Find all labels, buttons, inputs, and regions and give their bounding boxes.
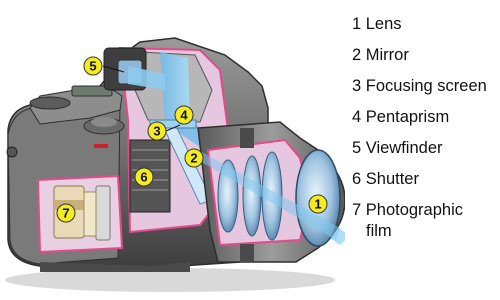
ground-shadow xyxy=(5,268,335,292)
svg-text:3: 3 xyxy=(153,124,160,139)
svg-text:6: 6 xyxy=(140,170,147,185)
film-strip xyxy=(83,191,97,237)
legend-item-mirror: 2 Mirror xyxy=(352,46,409,64)
svg-text:5: 5 xyxy=(89,59,96,74)
strap-lug xyxy=(6,146,18,158)
legend-item-photographic-film-line2: film xyxy=(366,222,392,240)
camera-cutaway-illustration: 1 2 3 4 5 6 7 xyxy=(5,37,345,292)
camera-base xyxy=(40,262,190,272)
callout-7: 7 xyxy=(56,203,76,223)
red-accent xyxy=(94,144,108,148)
shutter-button-top xyxy=(91,117,117,127)
svg-text:2: 2 xyxy=(190,151,197,166)
top-lcd-panel xyxy=(71,85,113,97)
legend-item-shutter: 6 Shutter xyxy=(352,170,419,188)
lens-element-middle-1 xyxy=(242,155,262,237)
film-spool xyxy=(95,185,111,241)
light-path-overlay xyxy=(198,150,340,240)
parts-legend: 1 Lens 2 Mirror 3 Focusing screen 4 Pent… xyxy=(352,14,500,253)
leader-line-3 xyxy=(165,124,181,132)
callout-2: 2 xyxy=(184,148,204,168)
callout-4: 4 xyxy=(174,105,194,125)
callout-6: 6 xyxy=(134,167,154,187)
legend-item-focusing-screen: 3 Focusing screen xyxy=(352,77,487,95)
leader-line-5 xyxy=(102,65,125,73)
legend-item-viewfinder: 5 Viewfinder xyxy=(352,139,443,157)
command-dial xyxy=(29,96,71,110)
svg-text:4: 4 xyxy=(180,108,188,123)
legend-item-lens: 1 Lens xyxy=(352,15,402,33)
aperture-ring xyxy=(240,244,254,262)
legend-item-photographic-film-line1: 7 Photographic xyxy=(352,201,463,219)
legend-item-pentaprism: 4 Pentaprism xyxy=(352,108,450,126)
callout-5: 5 xyxy=(83,56,103,76)
focus-ring xyxy=(240,128,254,148)
svg-text:7: 7 xyxy=(62,206,69,221)
callout-3: 3 xyxy=(147,121,167,141)
svg-text:1: 1 xyxy=(314,197,321,212)
light-path-to-eyepiece xyxy=(128,66,165,90)
legend-item-photographic-film: 7 Photographic film xyxy=(352,200,500,242)
callout-1: 1 xyxy=(308,194,328,214)
